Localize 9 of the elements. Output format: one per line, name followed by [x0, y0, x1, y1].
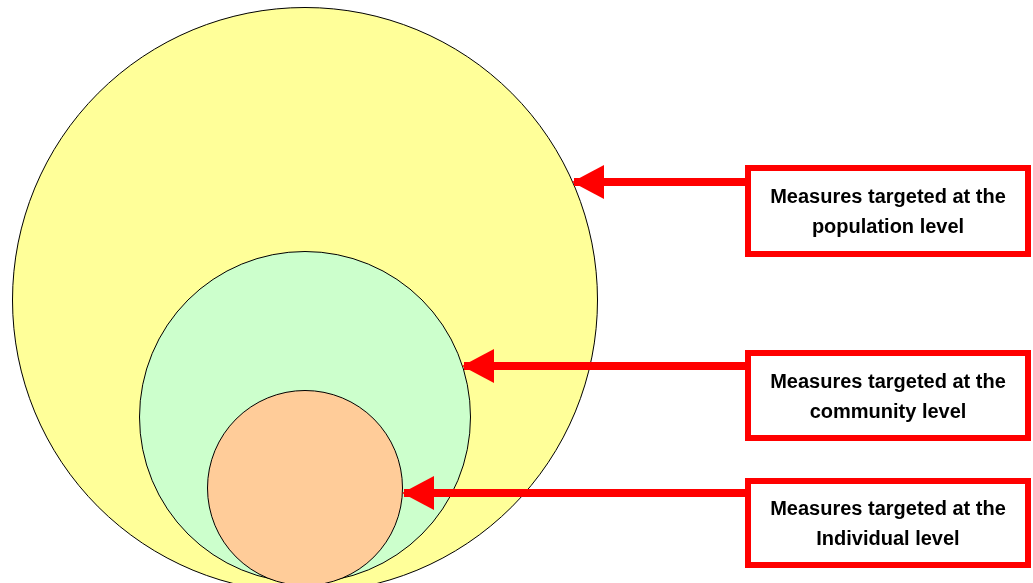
label-box	[745, 350, 1031, 441]
box-text: Measures targeted at the population level	[769, 184, 1007, 239]
box-text: Measures targeted at the community level	[769, 368, 1007, 424]
label-box	[745, 478, 1031, 568]
box-text: Measures targeted at the Individual level	[769, 496, 1007, 551]
arrow	[462, 349, 745, 383]
arrow	[572, 165, 745, 199]
label-box	[745, 165, 1031, 257]
arrow	[402, 476, 745, 510]
